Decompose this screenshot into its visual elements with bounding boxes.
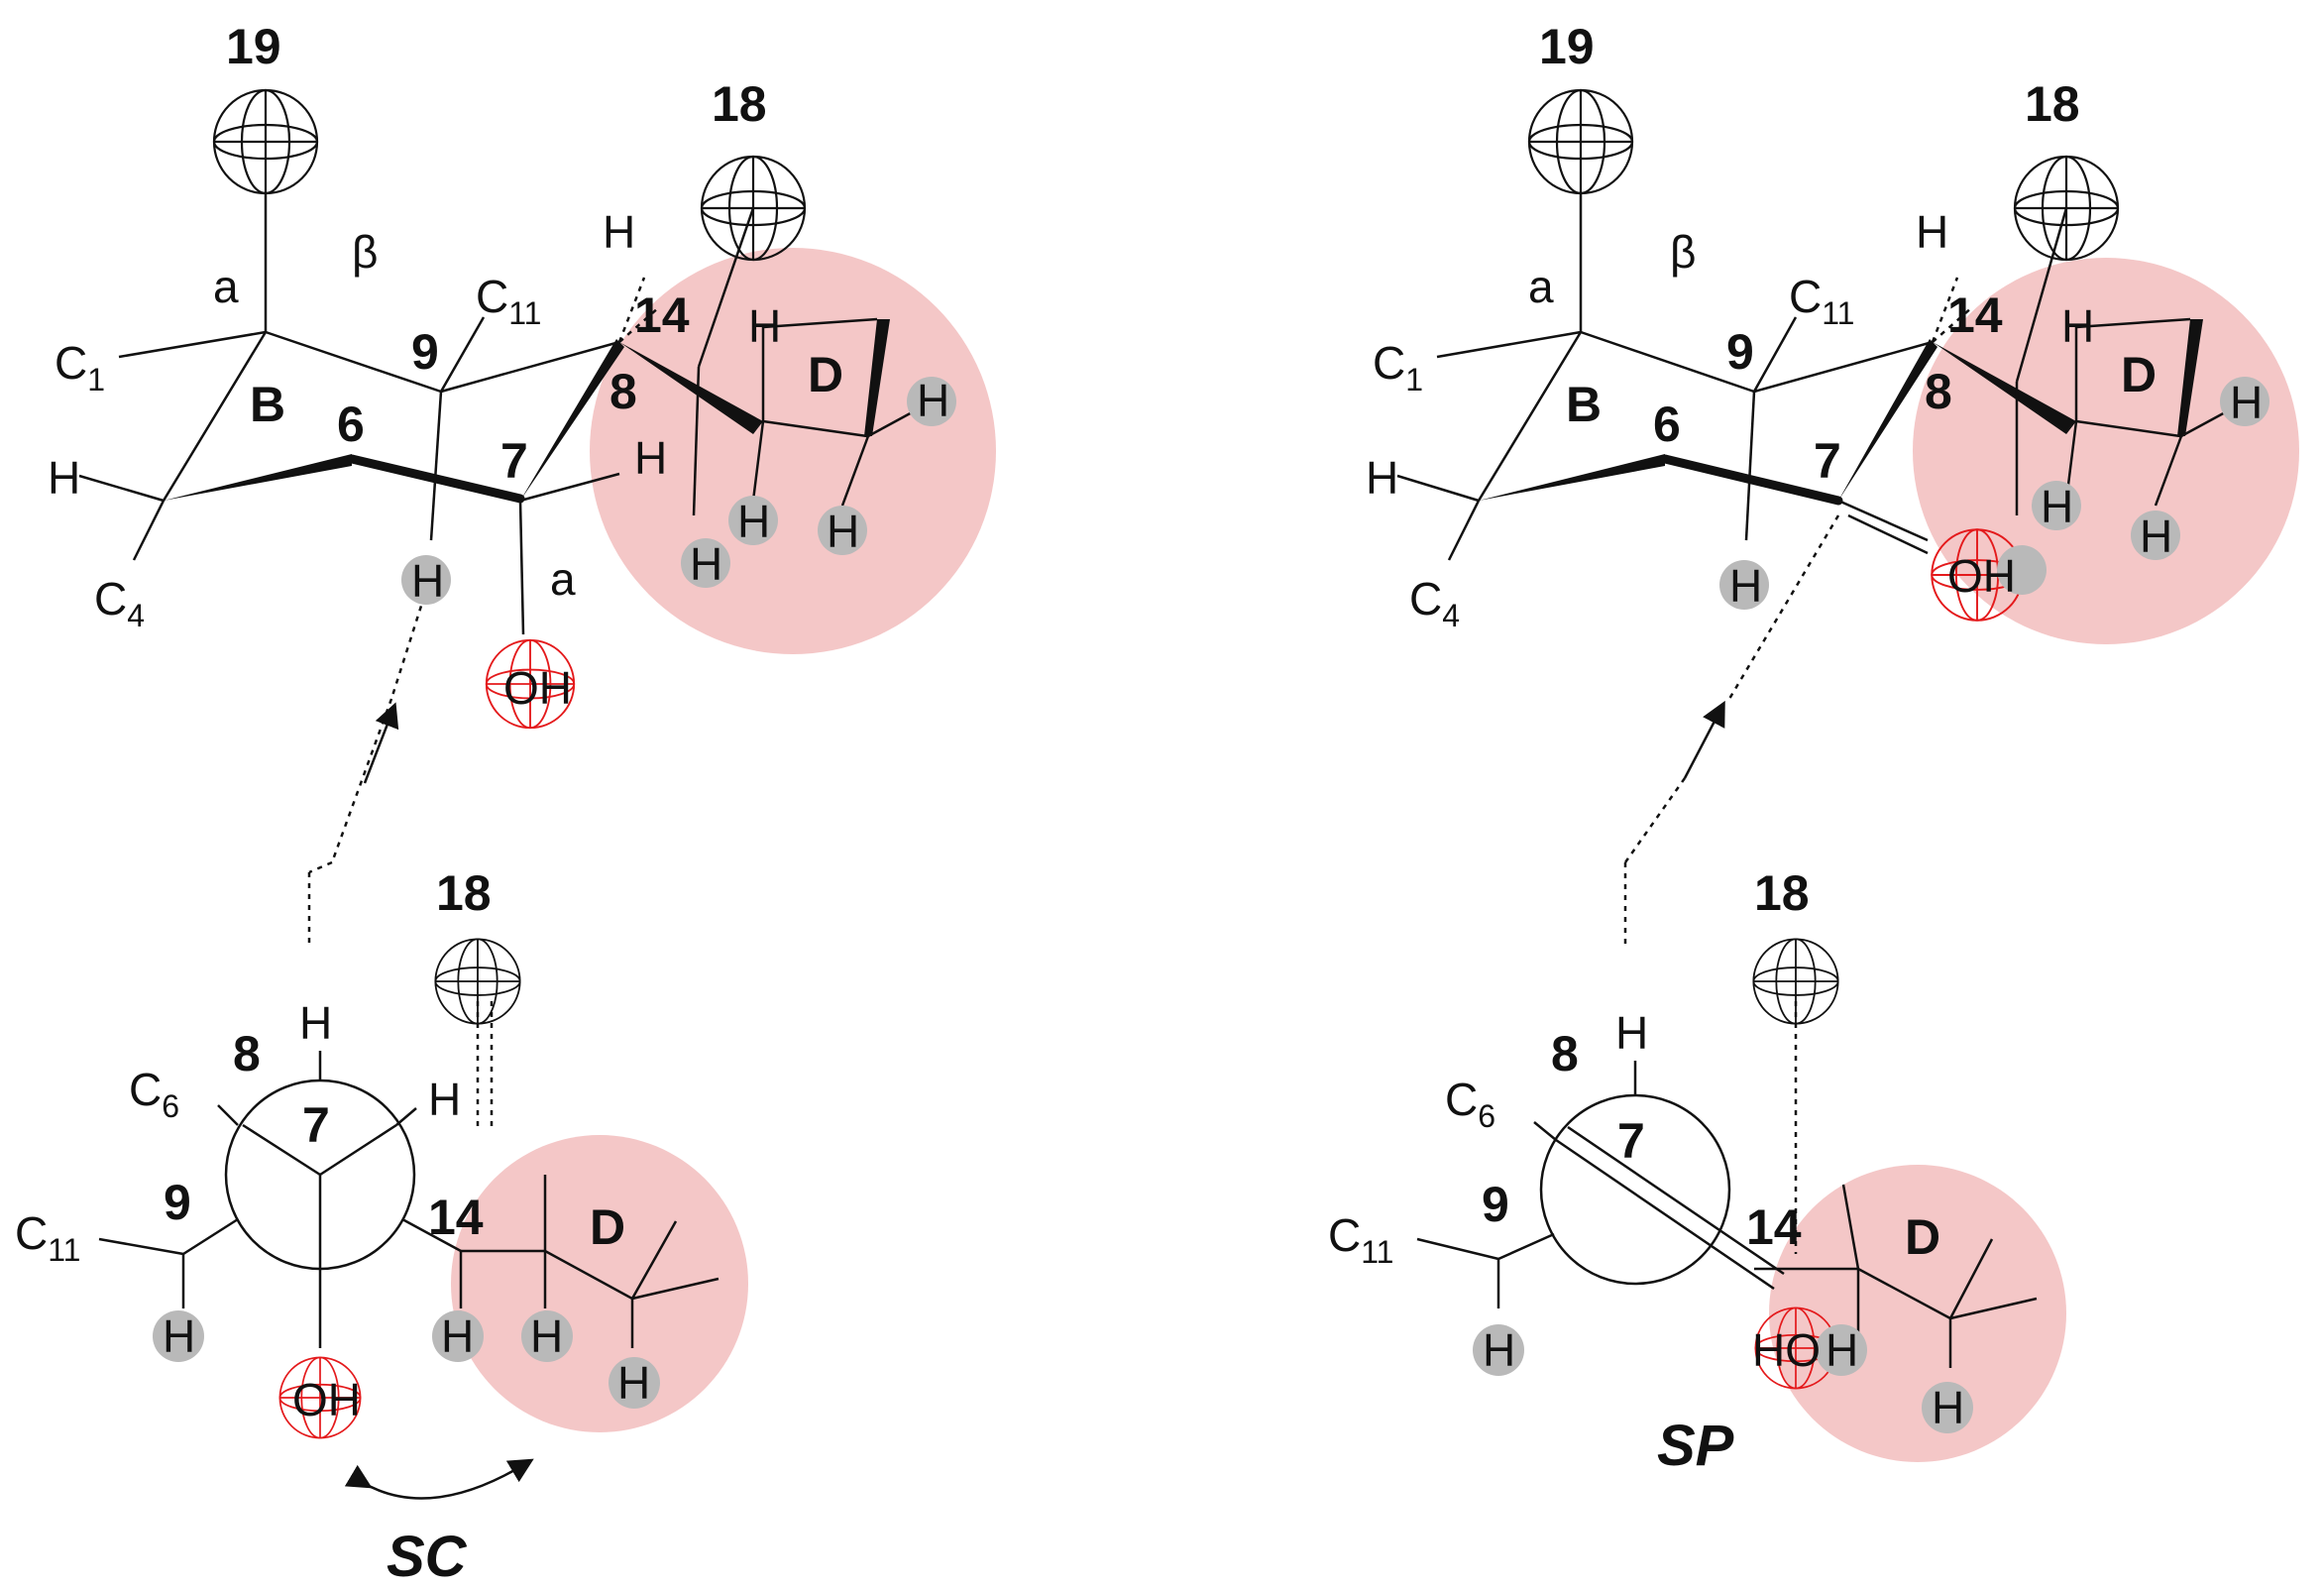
label-axial-a: a [213,261,239,312]
label-ring-b: B [1566,377,1602,432]
label-c1: C1 [1373,337,1423,398]
label-conformation-sc: SC [387,1525,468,1586]
methyl-18-orbital [434,938,521,1025]
label-h-right: H [428,1074,461,1125]
label-h-c14: H [2061,300,2094,352]
label-ho: HO [1752,1324,1821,1376]
label-h-top: H [299,997,332,1049]
label-c18: 18 [1754,865,1810,921]
label-c11: C11 [15,1207,80,1268]
label-h-top: H [1615,1007,1648,1059]
label-n7: 7 [1617,1113,1645,1169]
label-h-c14: H [748,300,781,352]
label-h-d1: H [441,1310,474,1362]
right-newman-structure: 18 8 7 9 14 D C6 C11 H H H H HO SP [1328,865,2066,1478]
label-c19: 19 [1539,19,1595,74]
label-h-d3: H [2230,377,2263,428]
label-c1: C1 [55,337,105,398]
label-n14: 14 [634,287,690,343]
label-h-d3: H [827,506,859,557]
label-h-d3: H [617,1357,650,1409]
methyl-18-orbital [1752,938,1839,1025]
label-n6: 6 [1653,397,1681,452]
label-n9: 9 [1726,324,1754,380]
label-c18: 18 [436,865,492,921]
label-h-d1: H [2041,481,2073,532]
label-n7: 7 [1814,433,1841,489]
label-h-d1: H [690,538,722,590]
label-c19: 19 [226,19,281,74]
label-h-c5: H [48,452,80,504]
label-n8: 8 [1925,364,1952,419]
right-chair-bonds [1396,193,2241,947]
label-n7: 7 [302,1097,330,1153]
left-chair-structure: 19 18 a β C1 C11 C4 B 6 9 7 8 14 D H H H… [48,19,996,947]
label-h-d2: H [2140,511,2172,562]
label-n7: 7 [500,433,528,489]
label-n8: 8 [233,1026,261,1081]
label-beta: β [1670,226,1696,278]
label-ring-d: D [2121,347,2157,402]
label-ring-b: B [250,377,285,432]
right-chair-structure: 19 18 a β C1 C11 C4 B 6 9 7 8 14 D H H H… [1366,19,2299,947]
label-ring-d: D [590,1199,625,1255]
label-h-c9: H [163,1310,195,1362]
label-h-c8: H [603,206,635,258]
label-h-c9: H [411,555,444,607]
label-ring-d: D [1905,1209,1940,1265]
label-c11: C11 [476,271,541,331]
label-h-d4: H [917,375,949,426]
label-n14: 14 [1746,1199,1802,1255]
label-h-c9: H [1729,560,1762,612]
label-c4: C4 [94,573,145,633]
label-h-c7: H [634,432,667,484]
right-chair-h-dots [1719,377,2269,610]
label-c11: C11 [1328,1209,1393,1270]
label-conformation-sp: SP [1657,1414,1734,1478]
label-oh: OH [292,1374,361,1425]
label-c6: C6 [1445,1074,1495,1134]
label-beta: β [352,226,378,278]
label-h-c5: H [1366,452,1398,504]
label-axial-a: a [1528,261,1554,312]
ring-d-highlight [451,1135,748,1432]
label-n8: 8 [1551,1026,1579,1081]
label-h-d2: H [1932,1382,1964,1433]
label-c6: C6 [129,1064,179,1124]
label-h-c9: H [1483,1324,1515,1376]
label-h-d1: H [1826,1324,1858,1376]
left-newman-structure: 18 8 7 9 14 D C6 C11 H H H H H H OH SC [15,865,748,1589]
right-newman-bonds [1416,1001,2038,1368]
label-c4: C4 [1409,573,1460,633]
label-c18: 18 [2025,76,2080,132]
left-chair-h-dots [401,377,956,605]
left-chair-bonds [78,193,928,947]
label-n9: 9 [411,324,439,380]
label-c11: C11 [1789,271,1854,331]
label-c18: 18 [712,76,767,132]
label-n14: 14 [1947,287,2003,343]
label-oh: OH [1947,550,2016,602]
left-newman-h-dots [153,1310,660,1409]
label-n8: 8 [609,364,637,419]
label-h-d2: H [737,496,770,547]
label-h-d2: H [530,1310,563,1362]
label-n6: 6 [337,397,365,452]
methyl-19-orbital [1527,88,1634,195]
label-n14: 14 [428,1190,484,1245]
label-n9: 9 [1482,1177,1509,1232]
label-axial-a2: a [550,553,576,605]
left-newman-bonds [98,1001,719,1500]
label-ring-d: D [808,347,843,402]
methyl-19-orbital [212,88,319,195]
ring-d-highlight [1913,258,2299,644]
label-h-c8: H [1916,206,1948,258]
label-n9: 9 [164,1175,191,1230]
label-oh: OH [503,662,572,714]
right-newman-h-dots [1473,1324,1973,1433]
